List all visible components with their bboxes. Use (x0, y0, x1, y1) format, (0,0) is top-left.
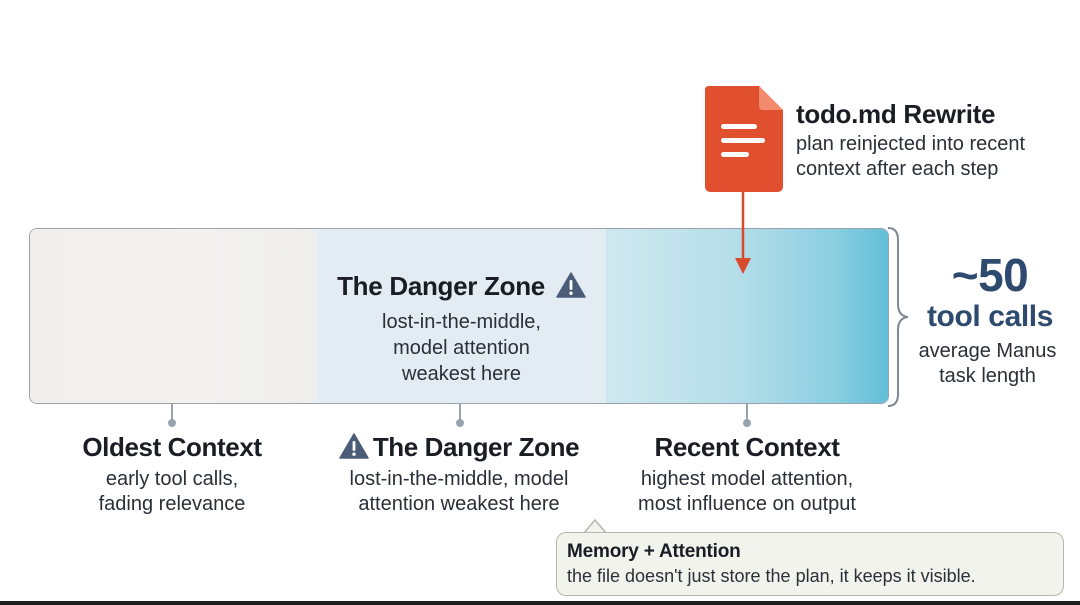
bottom-rule (0, 601, 1080, 605)
zone-label-oldest: Oldest Context early tool calls, fading … (52, 432, 292, 517)
tick-dot-danger (456, 419, 464, 427)
tick-dot-recent (743, 419, 751, 427)
tick-recent (746, 404, 748, 422)
zone-desc-danger: lost-in-the-middle, model attention weak… (349, 468, 569, 515)
memory-attention-callout: Memory + Attention the file doesn't just… (556, 532, 1064, 596)
context-window-bar: The Danger Zone lost-in-the-middle, mode… (29, 228, 889, 404)
right-brace (887, 227, 909, 407)
callout-pointer (582, 519, 608, 535)
stat-value: ~50 (951, 249, 1029, 301)
stat-description: average Manus task length (918, 340, 1057, 387)
callout-text: the file doesn't just store the plan, it… (567, 566, 976, 586)
danger-zone-bar-title: The Danger Zone (317, 271, 606, 302)
zone-label-danger: The Danger Zone lost-in-the-middle, mode… (314, 432, 604, 517)
tick-oldest (171, 404, 173, 422)
reinject-arrow (735, 192, 751, 274)
callout-title: Memory + Attention (567, 541, 741, 562)
tick-danger (459, 404, 461, 422)
todo-title: todo.md Rewrite (796, 99, 996, 129)
zone-title-recent: Recent Context (654, 432, 840, 462)
zone-title-danger: The Danger Zone (314, 432, 604, 463)
danger-zone-bar-description: lost-in-the-middle, model attention weak… (382, 311, 541, 385)
zone-label-recent: Recent Context highest model attention, … (612, 432, 882, 517)
todo-description: plan reinjected into recent context afte… (796, 133, 1026, 180)
zone-title-oldest: Oldest Context (82, 432, 262, 462)
zone-desc-oldest: early tool calls, fading relevance (98, 468, 246, 515)
stat-unit: tool calls (926, 300, 1054, 333)
document-icon (705, 86, 783, 192)
danger-zone-segment (317, 229, 606, 403)
tick-dot-oldest (168, 419, 176, 427)
warning-icon (339, 433, 369, 459)
oldest-context-segment (30, 229, 317, 403)
zone-desc-recent: highest model attention, most influence … (638, 468, 856, 515)
warning-icon (556, 272, 586, 298)
